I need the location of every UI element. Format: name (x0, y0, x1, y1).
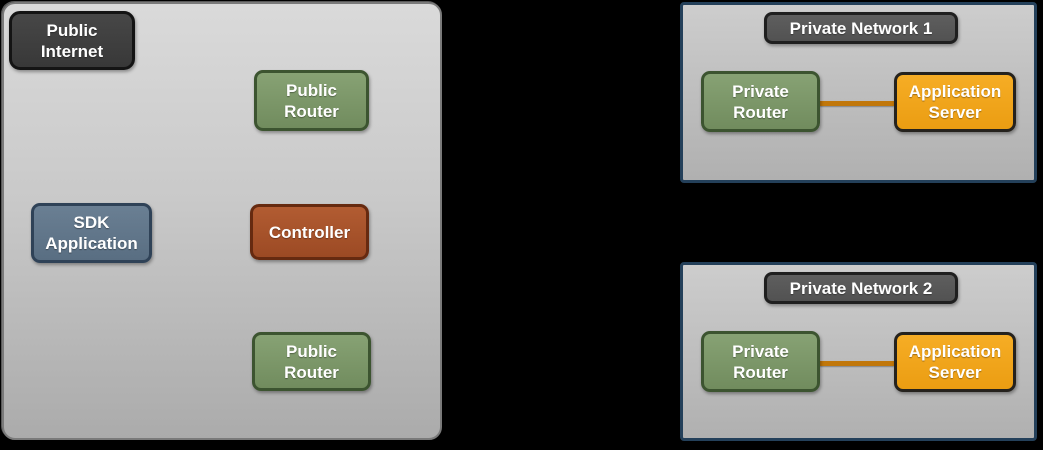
application-server-1-node: Application Server (894, 72, 1016, 132)
private-router-2-label-line1: Private (732, 341, 789, 361)
public-internet-label-line2: Internet (40, 41, 104, 61)
sdk-application-node: SDK Application (31, 203, 152, 263)
application-server-1-label-line2: Server (928, 103, 982, 122)
private-network-1-title-label: Private Network 1 (789, 18, 933, 38)
private-network-2-title-label: Private Network 2 (789, 278, 933, 298)
application-server-2-label-line1: Application (908, 342, 1002, 361)
public-router-bottom-label-line2: Router (284, 362, 339, 382)
private-router-1-node: Private Router (701, 71, 820, 132)
public-internet-node: Public Internet (9, 11, 135, 70)
public-internet-zone: Public Internet Public Router SDK Applic… (2, 2, 442, 440)
router-server-link-1 (820, 101, 894, 106)
private-router-2-label-line2: Router (733, 362, 788, 382)
private-network-1-title: Private Network 1 (764, 12, 958, 44)
controller-node: Controller (250, 204, 369, 260)
public-router-bottom-label-line1: Public (285, 341, 337, 361)
application-server-2-node: Application Server (894, 332, 1016, 392)
sdk-application-label-line2: Application (45, 234, 138, 253)
application-server-1-label-line1: Application (908, 82, 1002, 101)
application-server-2-label-line2: Server (928, 363, 982, 382)
router-server-link-2 (820, 361, 894, 366)
public-router-top-label-line2: Router (284, 101, 339, 121)
sdk-application-label-line1: SDK (73, 213, 110, 232)
private-network-2-container: Private Network 2 Private Router Applica… (680, 262, 1037, 441)
private-router-1-label-line1: Private (732, 81, 789, 101)
public-router-top-node: Public Router (254, 70, 369, 131)
private-network-2-title: Private Network 2 (764, 272, 958, 304)
public-internet-label-line1: Public (46, 20, 98, 40)
private-router-2-node: Private Router (701, 331, 820, 392)
private-network-1-container: Private Network 1 Private Router Applica… (680, 2, 1037, 183)
private-router-1-label-line2: Router (733, 102, 788, 122)
controller-label: Controller (268, 222, 351, 242)
public-router-top-label-line1: Public (285, 80, 337, 100)
public-router-bottom-node: Public Router (252, 332, 371, 391)
